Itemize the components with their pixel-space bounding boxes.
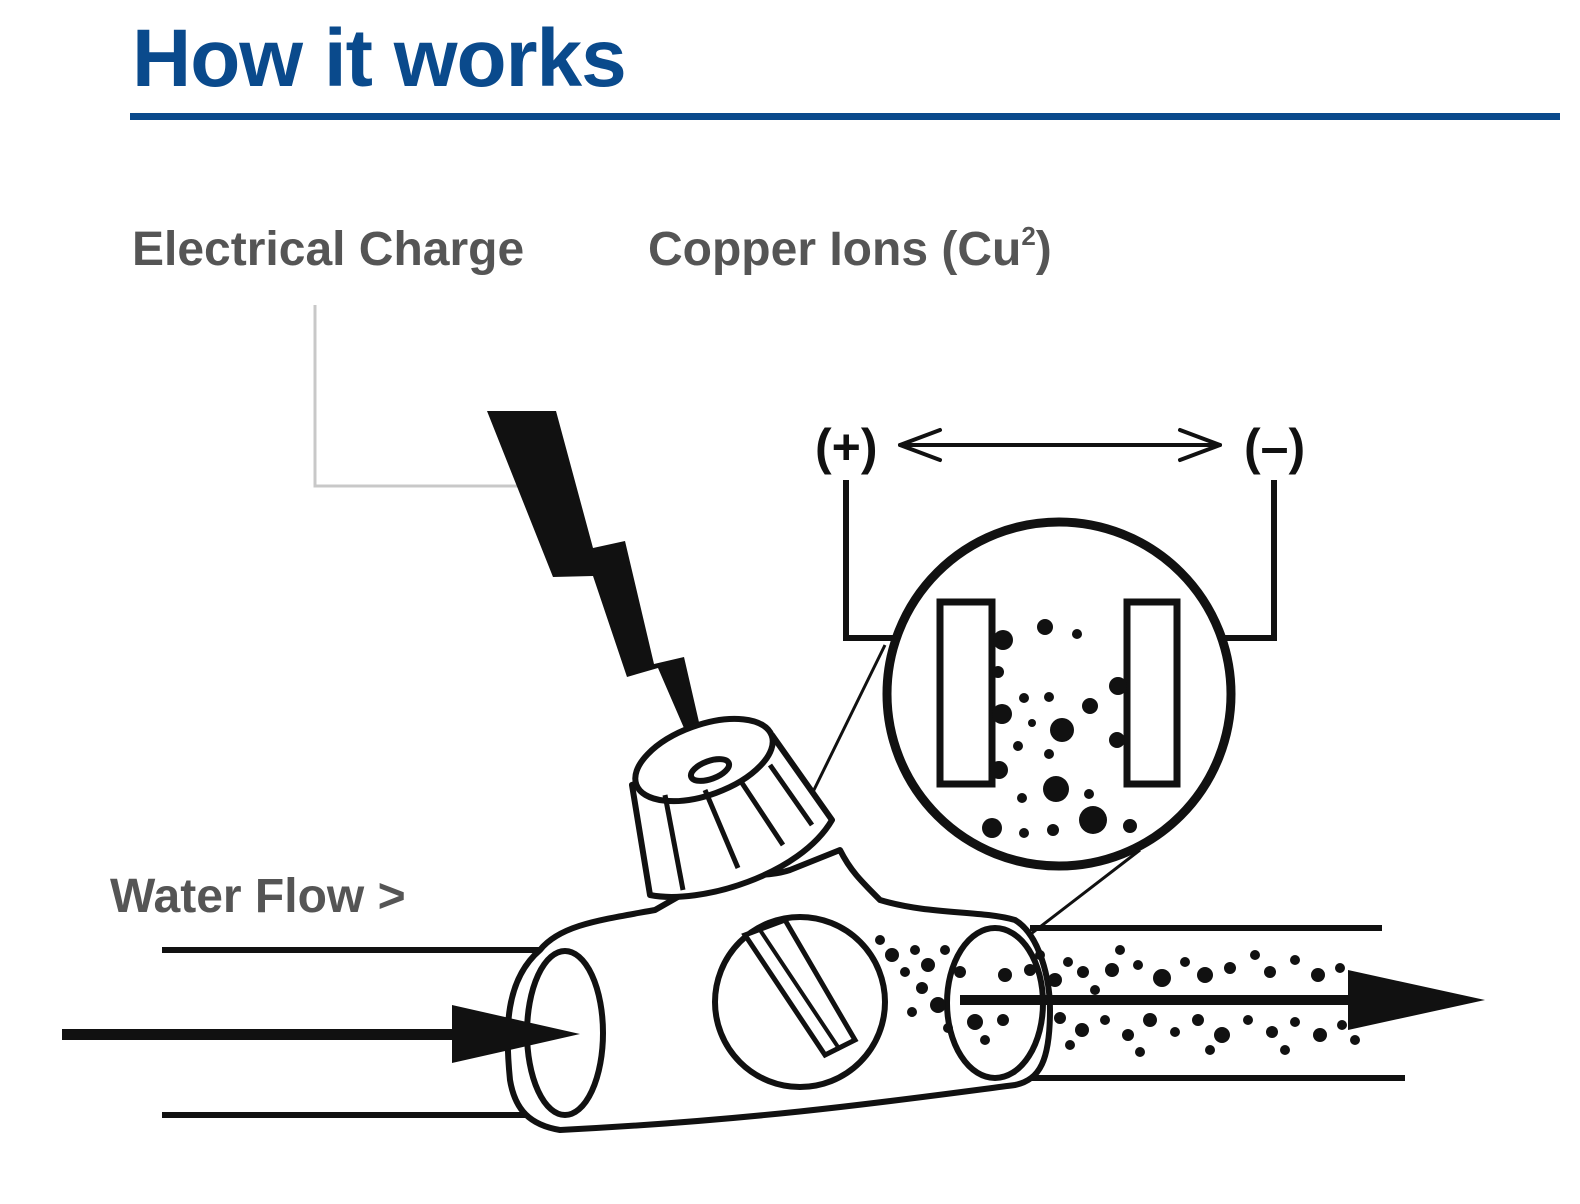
water-flow-lines xyxy=(162,925,1405,1118)
copper-ions-label-close: ) xyxy=(1035,223,1052,276)
electrode-cap xyxy=(629,715,835,900)
copper-ions-label-text: Copper Ions (Cu xyxy=(648,223,1022,276)
electrical-charge-label: Electrical Charge xyxy=(132,223,525,276)
copper-ions-label: Copper Ions (Cu2) xyxy=(648,223,1052,276)
title-divider xyxy=(130,113,1560,120)
anode-electrode xyxy=(936,598,996,788)
copper-ions-superscript: 2 xyxy=(1021,221,1036,251)
page-title: How it works xyxy=(132,13,627,104)
electrical-charge-leader xyxy=(313,305,538,488)
output-flow-arrow xyxy=(960,970,1485,1030)
water-flow-label: Water Flow > xyxy=(110,870,406,923)
water-flow-arrow xyxy=(62,1005,580,1063)
positive-terminal-label: (+) xyxy=(815,419,878,475)
zoom-magnifier xyxy=(758,517,1236,952)
lightning-bolt-icon xyxy=(487,411,710,772)
negative-terminal-label: (–) xyxy=(1244,419,1306,475)
polarity-arrow xyxy=(898,428,1222,462)
copper-ion-particles xyxy=(982,619,1137,838)
cathode-electrode xyxy=(1123,598,1181,788)
inner-zoom-window xyxy=(712,914,888,1090)
dispersed-ion-particles xyxy=(875,935,1360,1057)
